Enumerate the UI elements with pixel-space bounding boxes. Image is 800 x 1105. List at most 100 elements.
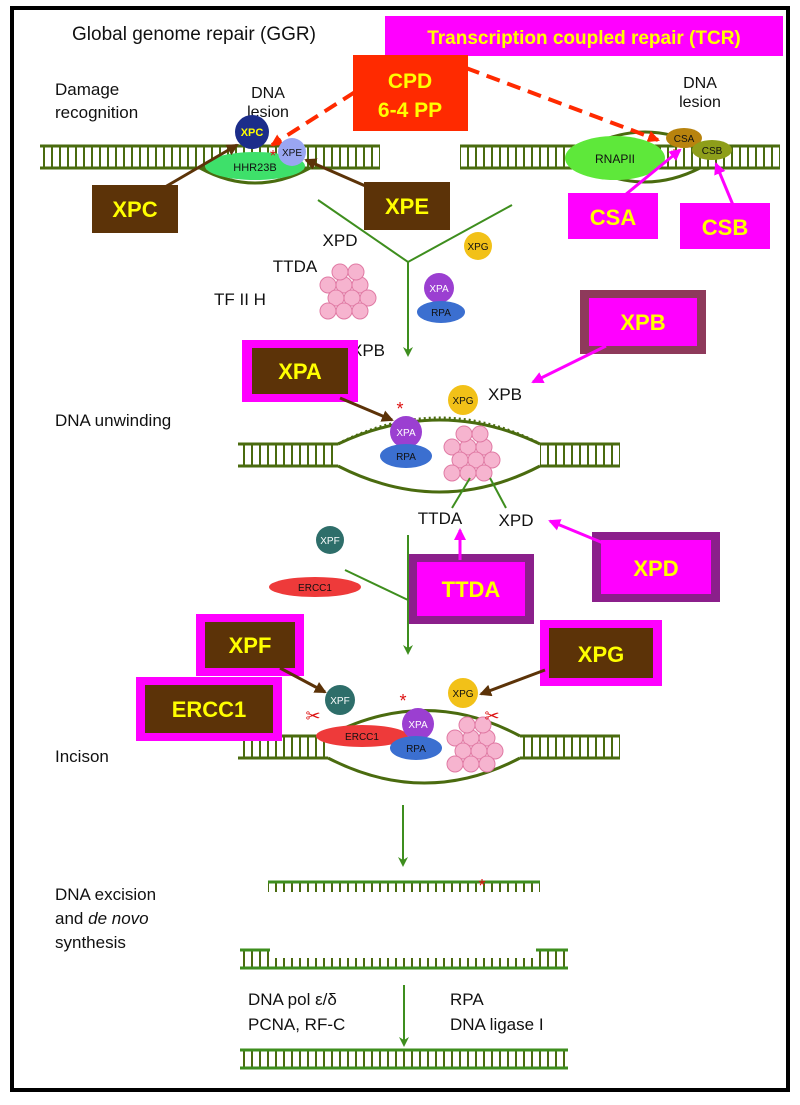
- tfiih-subunit: [319, 302, 337, 320]
- xpa-highlight-label: XPA: [278, 359, 322, 384]
- stage-excision-1: DNA excision: [55, 885, 156, 904]
- damage-type-box: [353, 55, 468, 131]
- xpd-highlight-box: [601, 540, 711, 594]
- xpf-highlight-box: [205, 622, 295, 668]
- xpc-highlight-label: XPC: [112, 197, 157, 222]
- free-rpa-label: RPA: [431, 308, 451, 319]
- tfiih-subunit: [455, 425, 473, 443]
- stage-excision-3: synthesis: [55, 933, 126, 952]
- synthesis-right-2: DNA ligase I: [450, 1015, 544, 1034]
- csb-highlight-label: CSB: [702, 215, 748, 240]
- xpa-highlight-box: [252, 348, 348, 394]
- free-xpd-label: XPD: [323, 231, 358, 250]
- ttda-highlight-label: TTDA: [442, 577, 501, 602]
- excised-lesion-asterisk: *: [478, 876, 485, 896]
- tfiih-complex-unwinding: [443, 425, 501, 482]
- csa-pointer-arrow: [624, 148, 682, 197]
- xpf-pointer-arrow: [279, 666, 327, 694]
- ttda-label-unwinding: TTDA: [418, 509, 463, 528]
- tfiih-subunit: [458, 716, 476, 734]
- unwinding-lesion-asterisk: *: [396, 399, 403, 419]
- csa-protein-label: CSA: [674, 134, 695, 145]
- tfiih-subunit: [331, 263, 349, 281]
- tfiih-complex-free: [319, 263, 377, 320]
- lesion-label-right-1: DNA: [683, 75, 717, 92]
- free-xpf-label: XPF: [320, 536, 339, 547]
- xpe-highlight-box: [364, 182, 450, 230]
- free-ercc1-label: ERCC1: [298, 583, 332, 594]
- excised-strand: [268, 880, 540, 892]
- csb-highlight-box: [680, 203, 770, 249]
- tfiih-subunit: [486, 742, 504, 760]
- xpf-label-incision: XPF: [330, 696, 349, 707]
- stage-incision: Incison: [55, 747, 109, 766]
- stage-dna-unwinding: DNA unwinding: [55, 411, 171, 430]
- xpg-protein-unwinding: [448, 385, 478, 415]
- tfiih-subunit: [478, 755, 496, 773]
- xpg-pointer-arrow: [479, 668, 546, 697]
- lesion-label-left-1: DNA: [251, 85, 285, 102]
- synthesis-left-2: PCNA, RF-C: [248, 1015, 345, 1034]
- tfiih-subunit: [359, 289, 377, 307]
- rpa-protein-unwinding: [380, 444, 432, 468]
- ggr-header: Global genome repair (GGR): [72, 24, 316, 45]
- xpg-protein-incision: [448, 678, 478, 708]
- free-rpa-protein: [417, 301, 465, 323]
- xpa-protein-unwinding: [390, 416, 422, 448]
- csb-protein: [692, 140, 732, 160]
- rpa-label-unwinding: RPA: [396, 452, 416, 463]
- csa-highlight-box: [568, 193, 658, 239]
- xpc-protein: [235, 115, 269, 149]
- tfiih-subunit: [462, 755, 480, 773]
- lesion-asterisk: *: [270, 148, 276, 165]
- xpg-label-unwinding: XPG: [452, 396, 473, 407]
- tfiih-subunit: [443, 464, 461, 482]
- tfiih-subunit: [446, 755, 464, 773]
- rnapii-label: RNAPII: [595, 152, 635, 166]
- lesion-label-right-2: lesion: [679, 94, 721, 111]
- xpd-pointer-arrow: [548, 519, 609, 547]
- repaired-duplex: [240, 1048, 568, 1070]
- xpg-highlight-box: [549, 628, 653, 678]
- tfiih-subunit: [335, 302, 353, 320]
- ercc1-label-incision: ERCC1: [345, 732, 379, 743]
- damage-type-64pp: 6-4 PP: [378, 99, 442, 122]
- free-xpa-label: XPA: [429, 284, 449, 295]
- tcr-header: Transcription coupled repair (TCR): [427, 28, 741, 49]
- dashed-arrow-to-ggr-lesion: [270, 90, 357, 147]
- gapped-duplex: [240, 948, 568, 970]
- xpf-highlight-label: XPF: [229, 633, 272, 658]
- xpd-label-unwinding: XPD: [499, 511, 534, 530]
- free-ercc1-protein: [269, 577, 361, 597]
- xpa-protein-incision: [402, 708, 434, 740]
- xpb-label-unwinding: XPB: [488, 385, 522, 404]
- scissors-right-icon: ✂: [484, 706, 499, 726]
- tfiih-subunit: [471, 425, 489, 443]
- xpc-pointer-arrow: [164, 143, 239, 189]
- tfiih-subunit: [347, 263, 365, 281]
- scissors-left-icon: ✂: [305, 706, 320, 726]
- free-xpg-protein: [464, 232, 492, 260]
- xpg-label-incision: XPG: [452, 689, 473, 700]
- tfiih-subunit: [483, 451, 501, 469]
- csb-pointer-arrow: [714, 162, 735, 206]
- unwinding-dna-bubble: [238, 416, 620, 494]
- xpe-protein-label: XPE: [282, 148, 302, 159]
- xpg-highlight-label: XPG: [578, 642, 624, 667]
- incision-dna-bubble: [238, 709, 620, 785]
- xpe-protein: [278, 138, 306, 166]
- xpa-label-incision: XPA: [408, 720, 428, 731]
- xpf-protein-incision: [325, 685, 355, 715]
- xpe-pointer-arrow: [304, 158, 371, 190]
- tfiih-subunit: [474, 716, 492, 734]
- rpa-label-incision: RPA: [406, 744, 426, 755]
- rpa-protein-incision: [390, 736, 442, 760]
- csb-protein-label: CSB: [702, 146, 723, 157]
- tfiih-complex-incision: [446, 716, 504, 773]
- xpe-highlight-label: XPE: [385, 194, 429, 219]
- tfiih-label: TF II H: [214, 290, 266, 309]
- csa-protein: [666, 128, 702, 148]
- tfiih-subunit: [475, 464, 493, 482]
